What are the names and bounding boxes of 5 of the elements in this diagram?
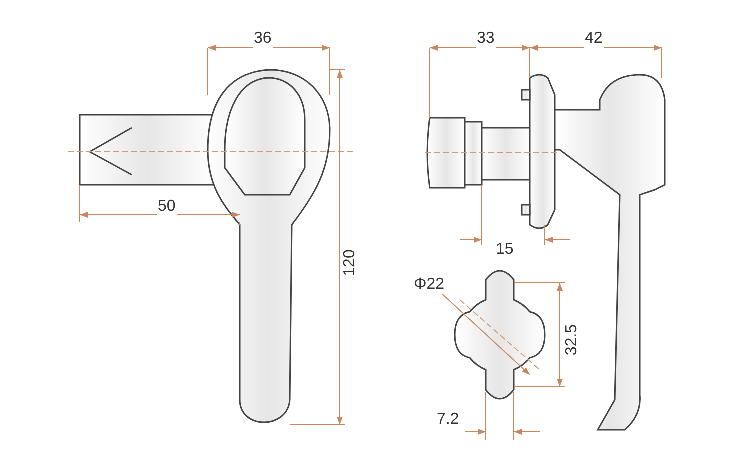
dimension-label: 36 [253, 30, 273, 48]
dimension-label: 50 [157, 198, 177, 216]
dimension-label: 42 [584, 30, 604, 48]
dimension-label: Φ22 [413, 276, 446, 294]
dimension-label: 33 [476, 30, 496, 48]
